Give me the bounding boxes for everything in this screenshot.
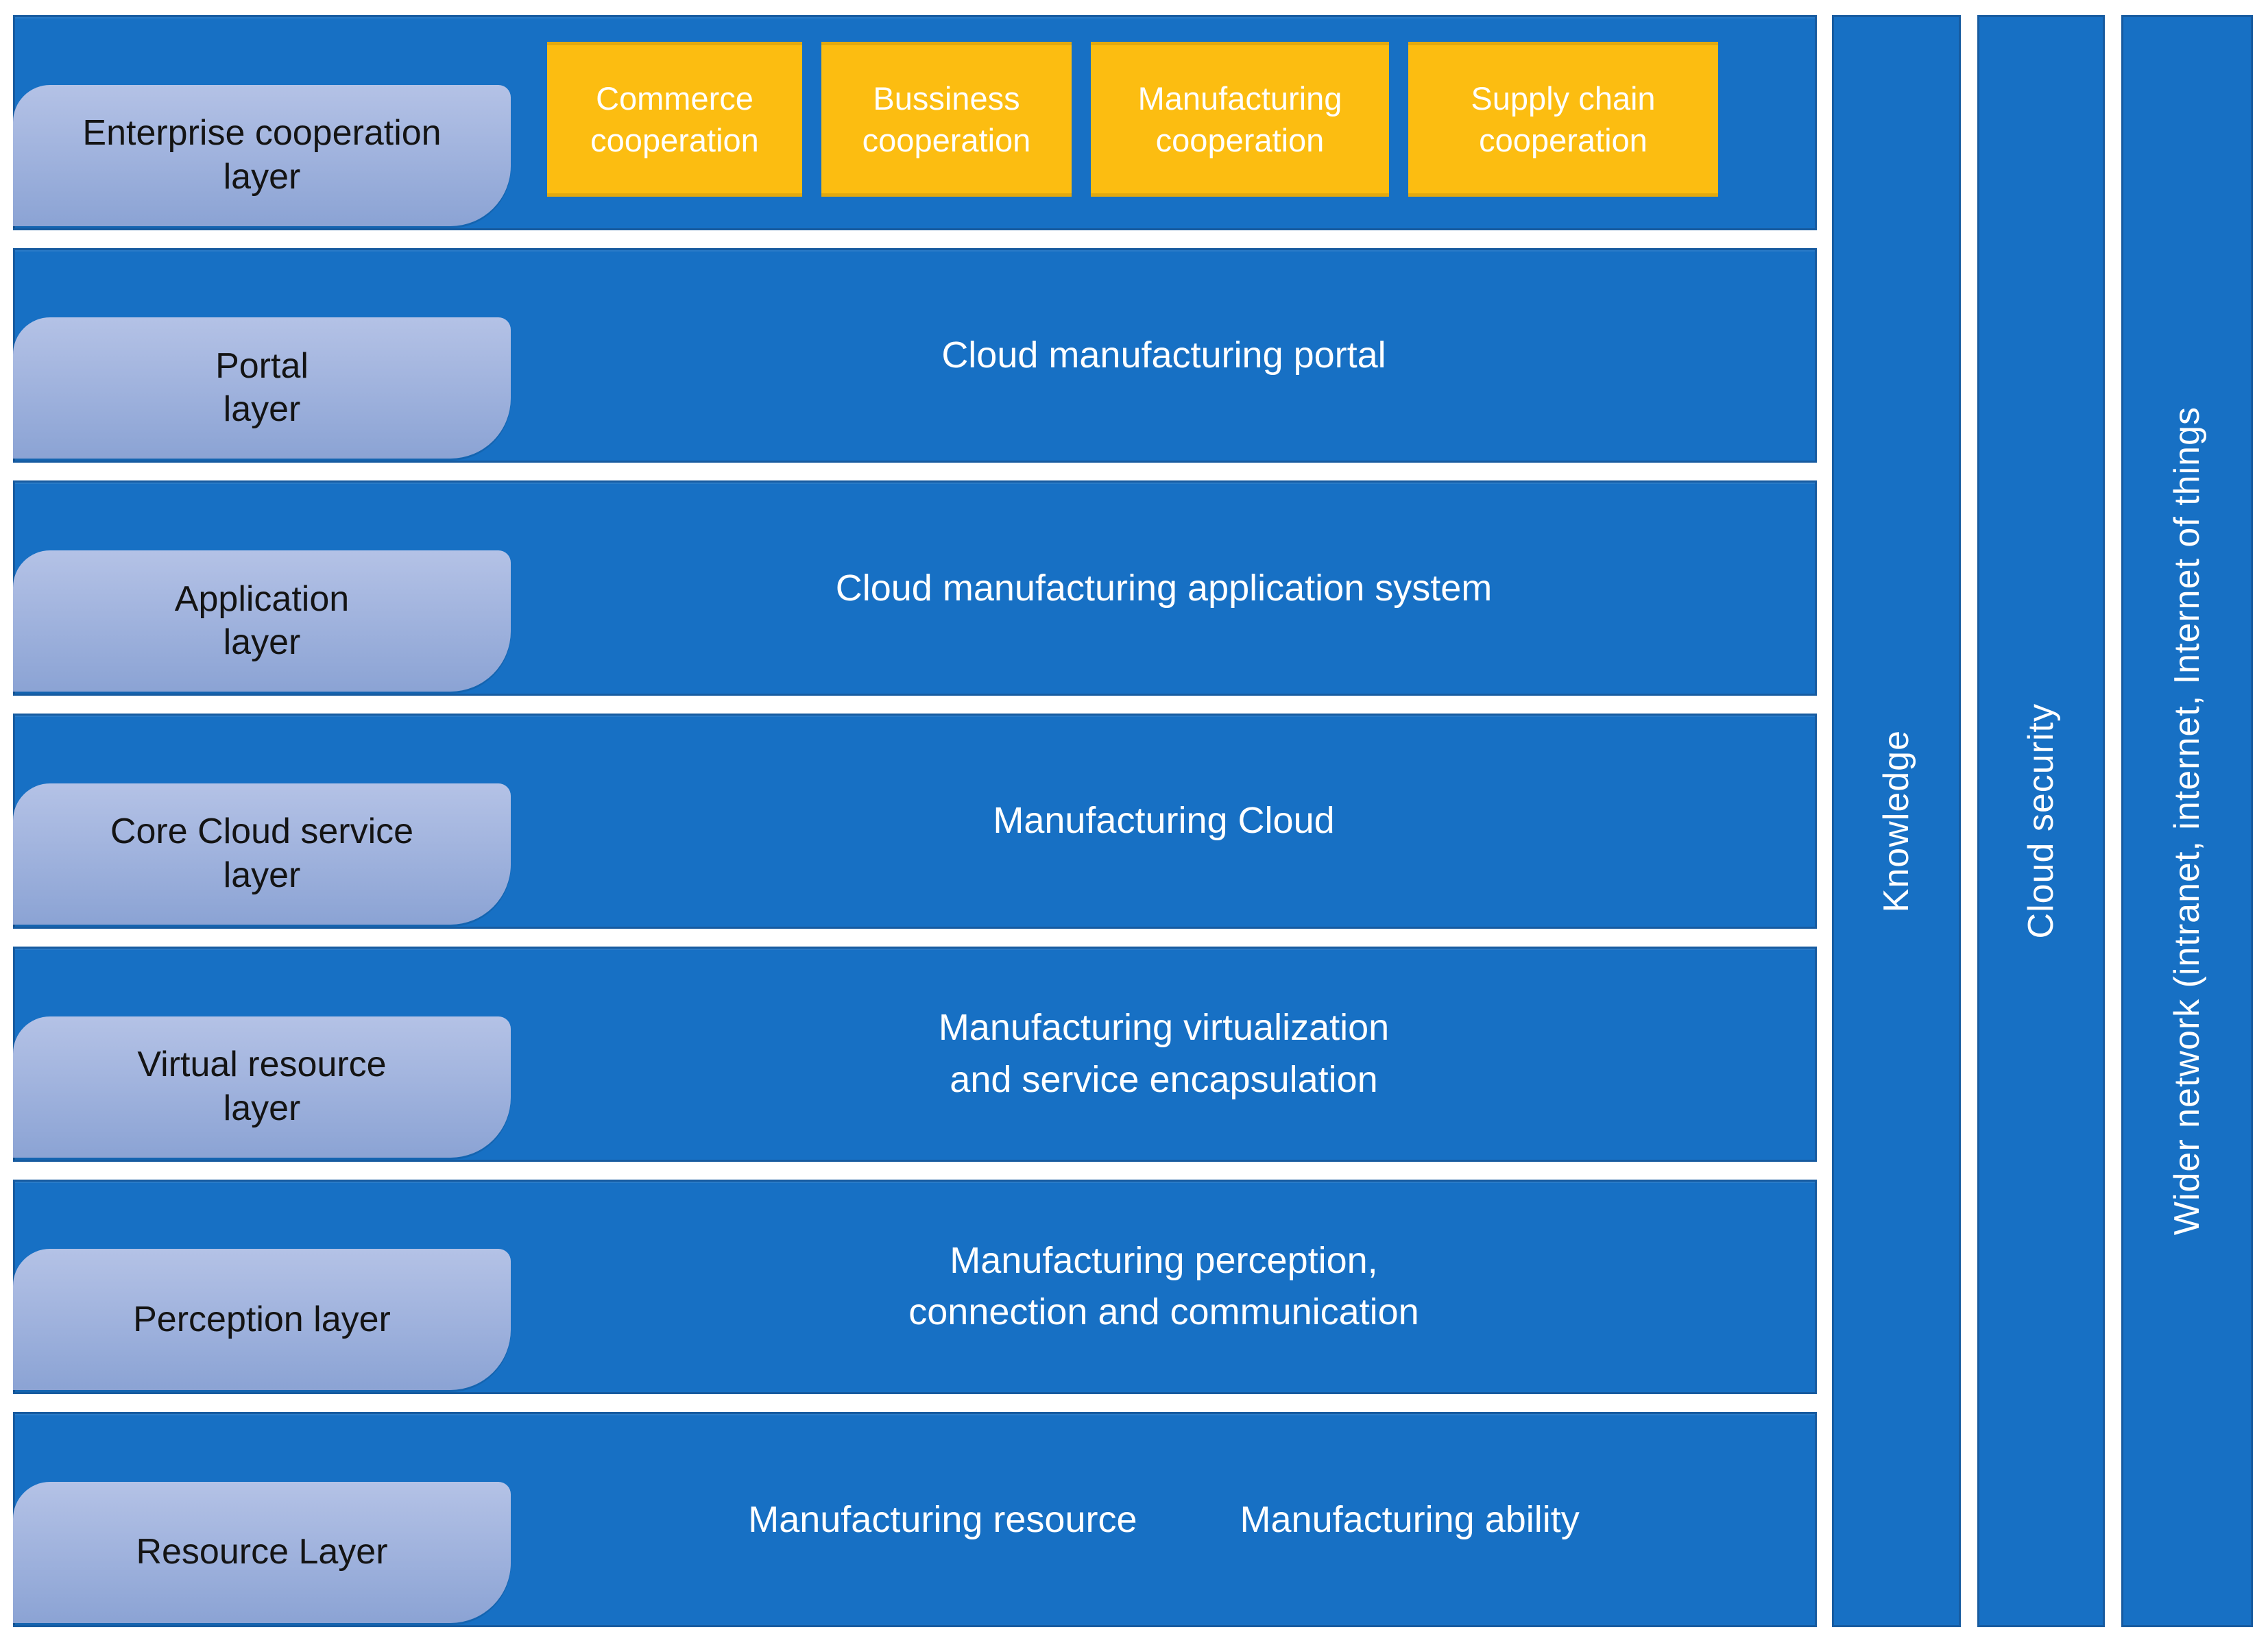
layer-row-enterprise-cooperation: Enterprise cooperation layer Commerce co…: [13, 15, 1817, 230]
manufacturing-ability-label: Manufacturing ability: [1240, 1499, 1580, 1541]
sidebar-knowledge: Knowledge: [1832, 15, 1961, 1627]
cooperation-box-manufacturing: Manufacturing cooperation: [1091, 42, 1389, 197]
manufacturing-resource-label: Manufacturing resource: [748, 1499, 1137, 1541]
architecture-layers-stack: Enterprise cooperation layer Commerce co…: [13, 15, 1817, 1628]
layer-row-virtual-resource: Virtual resource layer Manufacturing vir…: [13, 946, 1817, 1162]
sidebar-knowledge-label: Knowledge: [1877, 729, 1916, 913]
layer-tab-resource: Resource Layer: [13, 1482, 511, 1624]
cooperation-box-commerce: Commerce cooperation: [547, 42, 802, 197]
layer-row-application: Application layer Cloud manufacturing ap…: [13, 480, 1817, 696]
layer-tab-core-cloud-service: Core Cloud service layer: [13, 783, 511, 925]
portal-layer-content-label: Cloud manufacturing portal: [941, 334, 1386, 376]
layer-tab-application: Application layer: [13, 550, 511, 692]
sidebar-cloud-security: Cloud security: [1977, 15, 2105, 1627]
layer-row-perception: Perception layer Manufacturing perceptio…: [13, 1179, 1817, 1395]
cooperation-box-supply-chain: Supply chain cooperation: [1408, 42, 1718, 197]
layer-tab-virtual-resource: Virtual resource layer: [13, 1016, 511, 1158]
cooperation-box-business: Bussiness cooperation: [821, 42, 1072, 197]
application-layer-content-label: Cloud manufacturing application system: [835, 567, 1493, 609]
cooperation-boxes: Commerce cooperation Bussiness cooperati…: [513, 42, 1815, 197]
core-cloud-service-content-label: Manufacturing Cloud: [993, 800, 1335, 842]
layer-tab-perception: Perception layer: [13, 1249, 511, 1391]
sidebar-cloud-security-label: Cloud security: [2021, 703, 2061, 939]
layer-tab-portal: Portal layer: [13, 317, 511, 459]
virtual-resource-content-label: Manufacturing virtualization and service…: [938, 1007, 1390, 1100]
layer-tab-enterprise-cooperation: Enterprise cooperation layer: [13, 84, 511, 226]
resource-layer-content-labels: Manufacturing resource Manufacturing abi…: [513, 1414, 1815, 1625]
layer-row-portal: Portal layer Cloud manufacturing portal: [13, 247, 1817, 463]
perception-layer-content-label: Manufacturing perception, connection and…: [908, 1239, 1419, 1333]
layer-row-resource: Resource Layer Manufacturing resource Ma…: [13, 1412, 1817, 1628]
sidebar-wider-network: Wider network (intranet, internet, Inter…: [2121, 15, 2253, 1627]
layer-row-core-cloud-service: Core Cloud service layer Manufacturing C…: [13, 714, 1817, 929]
sidebar-wider-network-label: Wider network (intranet, internet, Inter…: [2167, 406, 2207, 1236]
